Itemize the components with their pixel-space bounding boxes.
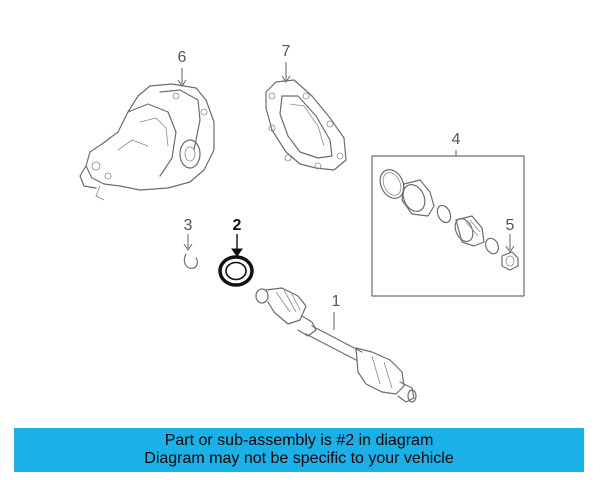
info-banner: Part or sub-assembly is #2 in diagram Di… (14, 428, 584, 472)
arrow-3 (183, 243, 193, 251)
callout-6: 6 (178, 49, 187, 66)
part-6-differential-housing (79, 83, 215, 201)
arrow-5 (505, 245, 515, 253)
part-4-boot-kit (379, 169, 500, 255)
part-2-seal (218, 255, 254, 287)
part-5-nut (501, 251, 519, 271)
banner-line-2: Diagram may not be specific to your vehi… (144, 450, 454, 467)
callout-1: 1 (332, 293, 341, 310)
callout-7: 7 (282, 43, 291, 60)
arrow-7 (281, 75, 291, 83)
callout-4: 4 (452, 131, 461, 148)
part-4-boot-kit-frame (371, 155, 525, 297)
callout-5: 5 (506, 217, 515, 234)
callout-2: 2 (233, 217, 242, 234)
part-1-axle-shaft (255, 287, 417, 403)
part-7-differential-cover (265, 79, 347, 171)
arrow-6 (177, 79, 187, 87)
banner-line-1: Part or sub-assembly is #2 in diagram (164, 432, 434, 449)
part-3-circlip (183, 253, 198, 269)
arrow-2 (231, 248, 243, 257)
callout-3: 3 (184, 217, 193, 234)
